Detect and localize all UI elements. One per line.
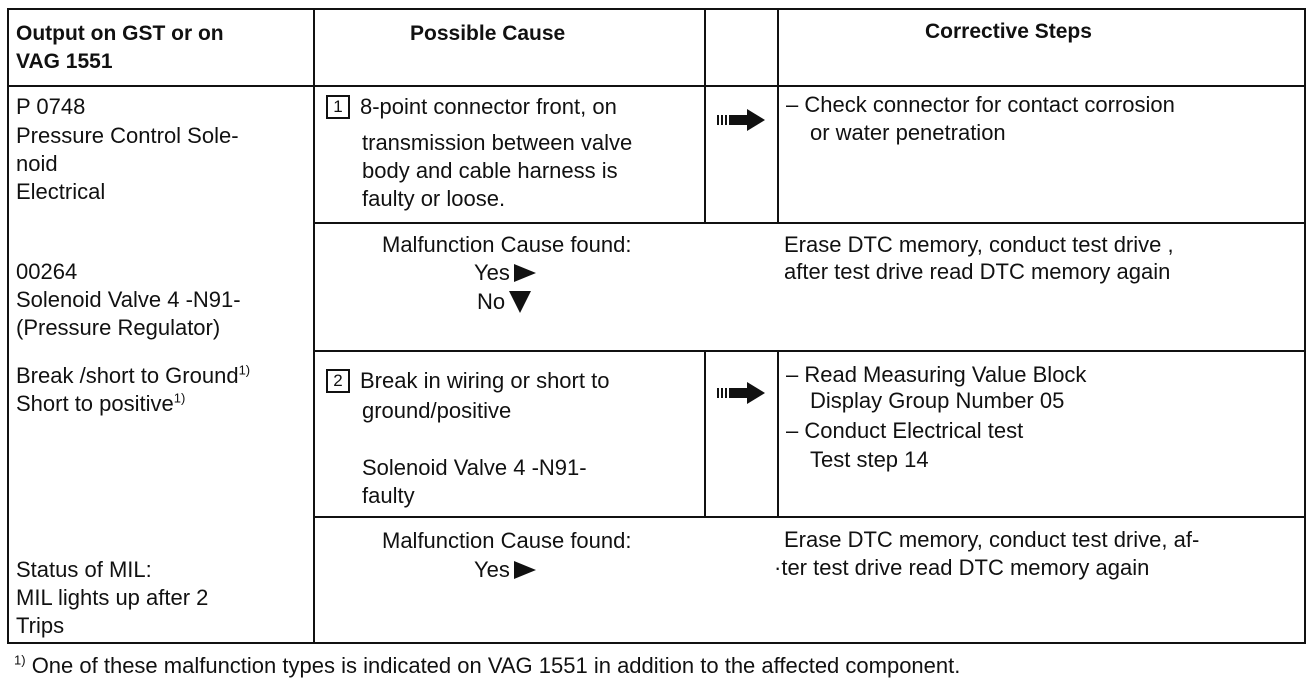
footnote-ref: 1)	[238, 362, 251, 378]
row1-step-line2: or water penetration	[810, 120, 1006, 145]
malfunction1-bottom-border	[313, 350, 1306, 352]
fault-type-line1-text: Break /short to Ground	[16, 363, 239, 388]
yes-label: Yes	[474, 260, 510, 285]
header-corrective-steps: Corrective Steps	[925, 20, 1092, 43]
header-output-line1: Output on GST or on	[16, 22, 224, 45]
vag-name-line1: Solenoid Valve 4 -N91-	[16, 287, 241, 312]
malfunction2-action-line2: ·ter test drive read DTC memory again	[774, 555, 1150, 580]
row2-cause-line1: 2 Break in wiring or short to	[326, 367, 609, 395]
arrow-steps-divider-row1	[777, 85, 779, 224]
malfunction2-action-line1: Erase DTC memory, conduct test drive, af…	[784, 527, 1200, 552]
header-bottom-border	[7, 85, 1306, 87]
row1-cause-line4: faulty or loose.	[362, 186, 506, 211]
row1-cause-text: 8-point connector front, on	[360, 94, 617, 119]
row2-step-line1: – Read Measuring Value Block	[786, 362, 1087, 387]
footnote-mark: 1)	[14, 652, 26, 668]
malfunction1-action-line1: Erase DTC memory, conduct test drive ,	[784, 232, 1174, 257]
row1-cause-line1: 1 8-point connector front, on	[326, 93, 617, 121]
row2-cause-text: Break in wiring or short to	[360, 368, 610, 393]
arrow-steps-divider-row2	[777, 350, 779, 518]
malfunction2-yes: Yes	[474, 556, 536, 584]
vag-code: 00264	[16, 259, 78, 284]
row2-step-line4: Test step 14	[810, 447, 929, 472]
dtc-name-line3: Electrical	[16, 179, 106, 204]
row2-cause-line4: faulty	[362, 483, 415, 508]
cause-arrow-divider-row1	[704, 85, 706, 224]
malfunction2-label: Malfunction Cause found:	[382, 528, 632, 553]
table-bottom-border	[7, 642, 1306, 644]
row2-bottom-border	[313, 516, 1306, 518]
malfunction1-label: Malfunction Cause found:	[382, 232, 632, 257]
fault-type-line2-text: Short to positive	[16, 391, 174, 416]
table-right-border	[1304, 8, 1306, 644]
malfunction1-action-line2: after test drive read DTC memory again	[784, 259, 1171, 284]
mil-status-line3: Trips	[16, 613, 65, 638]
footnote: 1) One of these malfunction types is ind…	[14, 652, 960, 680]
table-left-border	[7, 8, 9, 644]
footnote-ref: 1)	[173, 390, 186, 406]
row2-step-line3: – Conduct Electrical test	[786, 418, 1024, 443]
triangle-right-icon	[513, 264, 536, 282]
malfunction1-yes: Yes	[474, 259, 536, 287]
arrow-right-icon	[717, 382, 765, 404]
row2-cause-line3: Solenoid Valve 4 -N91-	[362, 455, 587, 480]
header-possible-cause: Possible Cause	[410, 22, 566, 45]
malfunction1-no: No	[477, 288, 532, 316]
triangle-down-icon	[509, 291, 532, 313]
yes-label: Yes	[474, 557, 510, 582]
row1-cause-line3: body and cable harness is	[362, 158, 618, 183]
table-top-border	[7, 8, 1306, 10]
dtc-name-line2: noid	[16, 151, 58, 176]
triangle-right-icon	[513, 561, 536, 579]
arrow-right-icon	[717, 109, 765, 131]
fault-type-line1: Break /short to Ground1)	[16, 362, 250, 390]
cause-arrow-divider-header	[704, 8, 706, 87]
col1-right-border	[313, 8, 315, 644]
dtc-code: P 0748	[16, 94, 86, 119]
row2-cause-line2: ground/positive	[362, 398, 512, 423]
header-output-line2: VAG 1551	[16, 50, 113, 73]
mil-status-line1: Status of MIL:	[16, 557, 152, 582]
row1-step-line1: – Check connector for contact corrosion	[786, 92, 1175, 117]
cause-arrow-divider-row2	[704, 350, 706, 518]
vag-name-line2: (Pressure Regulator)	[16, 315, 221, 340]
no-label: No	[477, 289, 506, 314]
footnote-text: One of these malfunction types is indica…	[31, 653, 961, 678]
mil-status-line2: MIL lights up after 2	[16, 585, 209, 610]
step-number-box: 2	[326, 369, 350, 393]
row1-bottom-border	[313, 222, 1306, 224]
arrow-steps-divider-header	[777, 8, 779, 87]
row2-step-line2: Display Group Number 05	[810, 388, 1065, 413]
dtc-name-line1: Pressure Control Sole-	[16, 123, 239, 148]
fault-type-line2: Short to positive1)	[16, 390, 185, 418]
step-number-box: 1	[326, 95, 350, 119]
row1-cause-line2: transmission between valve	[362, 130, 633, 155]
